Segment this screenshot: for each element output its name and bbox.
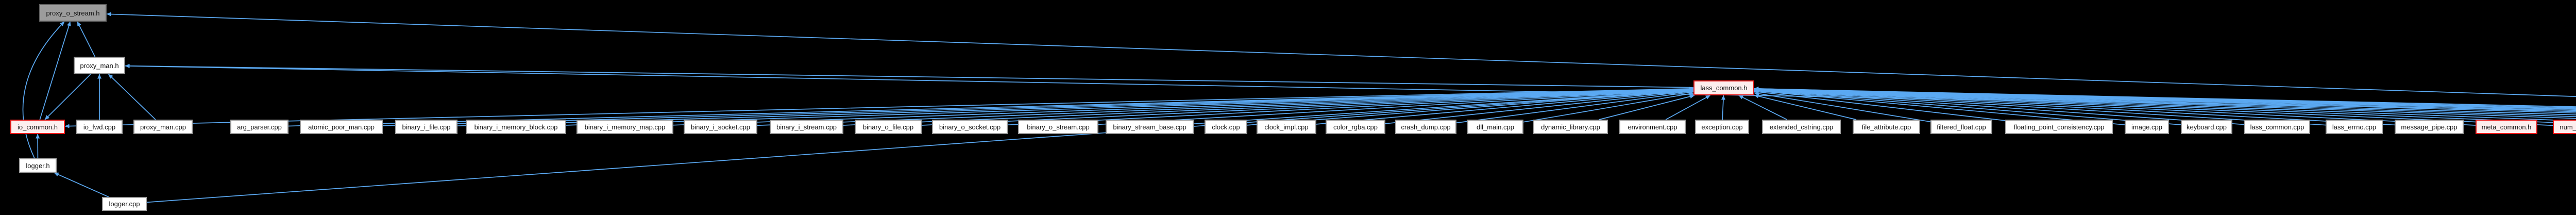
edge-exception_cpp-to-lass_common_h [1721,95,1725,120]
edge-message_pipe_cpp-to-lass_common_h [1754,88,2395,126]
node-message_pipe.cpp[interactable]: message_pipe.cpp [2395,120,2464,134]
edge-binary_o_socket_cpp-to-lass_common_h [1007,87,1694,126]
edge-keyboard_cpp-to-lass_common_h [1754,88,2181,125]
node-keyboard.cpp[interactable]: keyboard.cpp [2181,120,2232,134]
edge-binary_o_stream_cpp-to-lass_common_h [1098,88,1694,125]
edge-environment_cpp-to-lass_common_h [1665,95,1710,120]
edge-binary_i_memory_block_cpp-to-lass_common_h [566,87,1694,126]
node-proxy_man.cpp[interactable]: proxy_man.cpp [133,120,193,134]
node-dynamic_library.cpp[interactable]: dynamic_library.cpp [1533,120,1608,134]
edge-dynamic_library_cpp-to-lass_common_h [1599,94,1695,120]
edge-prim_allocator_cpp-to-lass_common_h [1754,87,2576,122]
node-binary_i_socket.cpp[interactable]: binary_i_socket.cpp [684,120,757,134]
edge-proxy_man_cpp-to-proxy_man_h [108,74,156,120]
edge-binary_stream_base_cpp-to-lass_common_h [1193,88,1694,125]
node-extended_cstring.cpp[interactable]: extended_cstring.cpp [1762,120,1841,134]
edge-floating_point_consistency_cpp-to-lass_common_h [1754,90,2006,121]
node-atomic_poor_man.cpp[interactable]: atomic_poor_man.cpp [300,120,383,134]
node-binary_o_stream.cpp[interactable]: binary_o_stream.cpp [1018,120,1098,134]
node-filtered_float.cpp[interactable]: filtered_float.cpp [1930,120,1992,134]
edge-clock_cpp-to-lass_common_h [1247,88,1694,126]
edge-file_attribute_cpp-to-lass_common_h [1754,94,1857,120]
node-num_common.h[interactable]: num_common.h [2553,120,2576,134]
node-binary_i_stream.cpp[interactable]: binary_i_stream.cpp [770,120,843,134]
node-proxy_man.h[interactable]: proxy_man.h [74,57,125,74]
edge-binary_i_stream_cpp-to-lass_common_h [843,87,1694,126]
node-logger.cpp[interactable]: logger.cpp [102,197,147,211]
edge-lass_common_cpp-to-lass_common_h [1754,88,2245,125]
node-clock.cpp[interactable]: clock.cpp [1205,120,1247,134]
edge-proxy_man_h-to-proxy_o_stream_h [77,21,96,57]
node-lass_common.cpp[interactable]: lass_common.cpp [2244,120,2310,134]
node-binary_i_memory_map.cpp[interactable]: binary_i_memory_map.cpp [577,120,673,134]
edge-proxy_man_h-to-io_common_h [44,74,91,120]
edge-io_common_h-to-proxy_o_stream_h [39,21,71,120]
edge-filtered_float_cpp-to-lass_common_h [1754,91,1931,123]
node-binary_i_memory_block.cpp[interactable]: binary_i_memory_block.cpp [466,120,566,134]
edge-proxy_o_stream_cpp-to-proxy_man_h [125,64,2576,111]
node-lass_errno.cpp[interactable]: lass_errno.cpp [2326,120,2383,134]
edge-proxy_o_stream_cpp-to-lass_common_h [1754,86,2576,107]
edge-logger_cpp-to-logger_h [54,172,109,197]
node-logger.h[interactable]: logger.h [19,158,57,173]
node-binary_i_file.cpp[interactable]: binary_i_file.cpp [395,120,457,134]
node-exception.cpp[interactable]: exception.cpp [1695,120,1749,134]
node-binary_o_socket.cpp[interactable]: binary_o_socket.cpp [932,120,1008,134]
edge-lass_common_h-to-proxy_man_h [125,63,1694,88]
node-color_rgba.cpp[interactable]: color_rgba.cpp [1326,120,1385,134]
edge-dll_main_cpp-to-lass_common_h [1523,92,1694,123]
node-dll_main.cpp[interactable]: dll_main.cpp [1467,120,1523,134]
edge-num_common_h-to-lass_common_h [1754,87,2553,126]
edge-binary_i_memory_map_cpp-to-lass_common_h [673,87,1694,126]
node-meta_common.h[interactable]: meta_common.h [2476,120,2537,134]
node-clock_impl.cpp[interactable]: clock_impl.cpp [1257,120,1316,134]
node-binary_o_file.cpp[interactable]: binary_o_file.cpp [855,120,922,134]
edge-num_traits_cpp-to-lass_common_h [1754,87,2576,124]
node-io_fwd.cpp[interactable]: io_fwd.cpp [76,120,123,134]
edge-lass_errno_cpp-to-lass_common_h [1754,88,2326,126]
edge-extended_cstring_cpp-to-lass_common_h [1738,95,1787,120]
edge-proxy_o_stream_cpp-to-proxy_o_stream_h [106,12,2576,97]
edge-crash_dump_cpp-to-lass_common_h [1456,90,1694,124]
node-io_common.h[interactable]: io_common.h [10,120,65,134]
node-environment.cpp[interactable]: environment.cpp [1619,120,1686,134]
node-image.cpp[interactable]: image.cpp [2125,120,2169,134]
node-proxy_o_stream.h[interactable]: proxy_o_stream.h [39,4,107,22]
node-arg_parser.cpp[interactable]: arg_parser.cpp [230,120,289,134]
edge-process_cpp-to-lass_common_h [1754,87,2576,118]
edge-binary_i_socket_cpp-to-lass_common_h [757,87,1694,126]
node-file_attribute.cpp[interactable]: file_attribute.cpp [1853,120,1920,134]
edge-logger_h-to-proxy_o_stream_h [22,21,65,159]
node-lass_common.h[interactable]: lass_common.h [1693,80,1754,95]
edge-logger_cpp-to-lass_common_h [146,88,1694,203]
edge-color_rgba_cpp-to-lass_common_h [1385,89,1694,124]
edge-meta_common_h-to-lass_common_h [1754,87,2476,126]
node-crash_dump.cpp[interactable]: crash_dump.cpp [1395,120,1456,134]
edge-clock_impl_cpp-to-lass_common_h [1316,89,1694,125]
edge-binary_o_file_cpp-to-lass_common_h [921,87,1694,126]
edge-image_cpp-to-lass_common_h [1754,89,2125,125]
edge-progress_indicator_cpp-to-lass_common_h [1754,87,2576,115]
node-floating_point_consistency.cpp[interactable]: floating_point_consistency.cpp [2005,120,2113,134]
node-binary_stream_base.cpp[interactable]: binary_stream_base.cpp [1106,120,1194,134]
edge-atomic_poor_man_cpp-to-lass_common_h [382,87,1694,126]
